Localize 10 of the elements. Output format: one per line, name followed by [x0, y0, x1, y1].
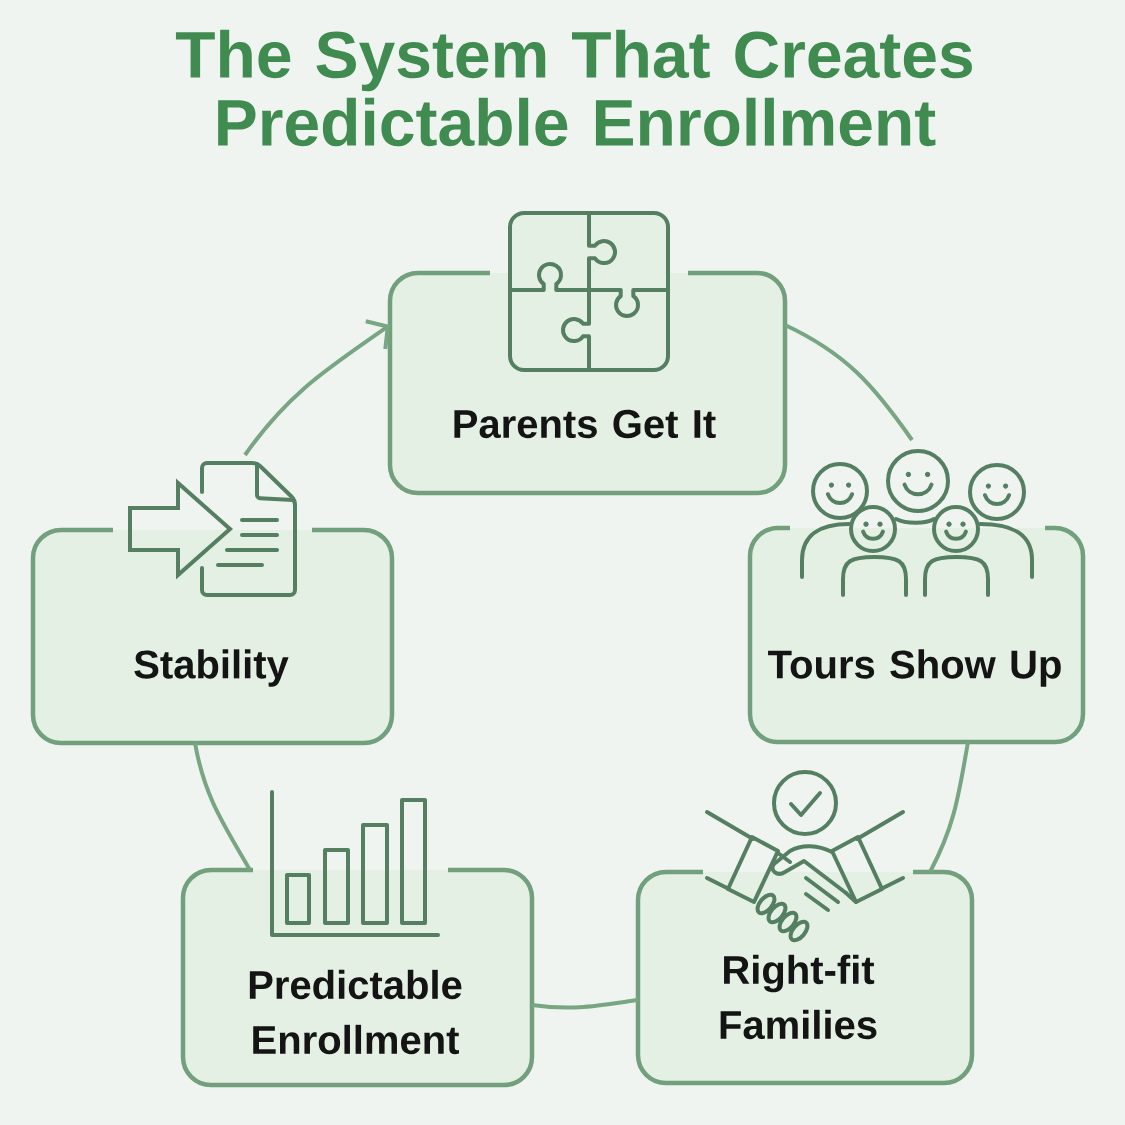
- connector-line: [928, 741, 970, 873]
- connector-line: [531, 998, 639, 1010]
- connector-line: [784, 323, 914, 442]
- connector-line: [193, 742, 252, 871]
- step-card: Right-fit Families: [635, 869, 975, 1086]
- step-card: Stability: [30, 527, 395, 746]
- step-card: Tours Show Up: [747, 525, 1086, 745]
- arrow: [243, 319, 390, 457]
- step-card: Predictable Enrollment: [180, 867, 535, 1088]
- title: The System That Creates Predictable Enrollment: [175, 29, 972, 147]
